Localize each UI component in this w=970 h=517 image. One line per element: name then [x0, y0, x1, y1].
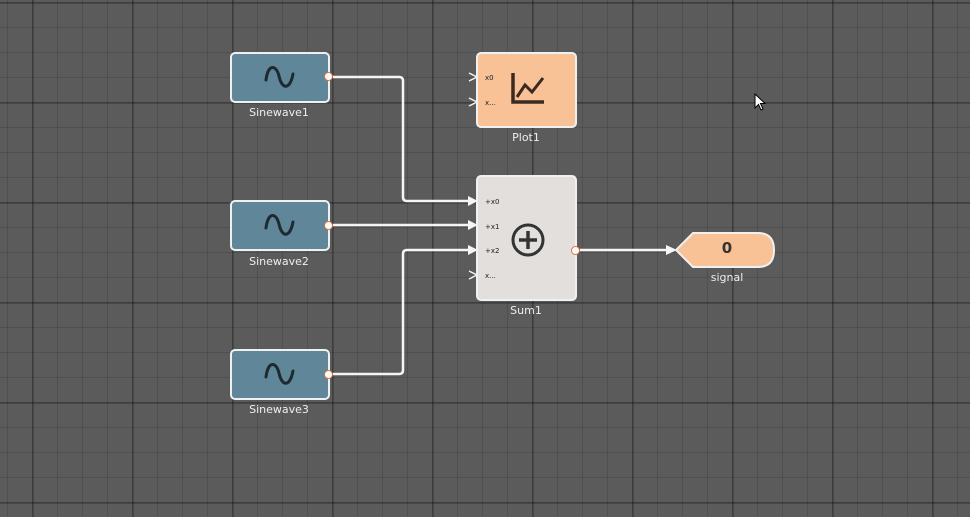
signal-value: 0 [721, 239, 733, 257]
arrow-icon [468, 245, 478, 255]
plot1-input-x0[interactable]: x0 [485, 74, 494, 82]
arrow-icon [468, 196, 478, 206]
sine-wave-icon [264, 363, 295, 385]
plot1-label: Plot1 [512, 131, 540, 144]
arrow-icon [666, 245, 677, 255]
sine-wave-icon [264, 214, 295, 236]
sine-wave-icon [264, 66, 295, 88]
plot1-input-more[interactable]: x... [485, 99, 496, 107]
mouse-cursor-icon [754, 93, 767, 111]
signal-output-block[interactable] [672, 231, 778, 271]
line-chart-icon [511, 73, 545, 104]
signal-label: signal [710, 271, 744, 284]
sinewave2-label: Sinewave2 [249, 255, 309, 268]
sum1-input-more[interactable]: x... [485, 272, 496, 280]
sinewave2-output-port[interactable] [324, 221, 333, 230]
sum1-output-port[interactable] [571, 246, 580, 255]
sinewave1-output-port[interactable] [324, 72, 333, 81]
sinewave1-block[interactable] [230, 52, 330, 103]
sinewave3-output-port[interactable] [324, 370, 333, 379]
wire-sinewave1-sum1 [333, 75, 470, 203]
plus-circle-icon [511, 223, 545, 257]
sinewave3-label: Sinewave3 [249, 403, 309, 416]
sinewave1-label: Sinewave1 [249, 106, 309, 119]
sum1-input-x2[interactable]: +x2 [485, 247, 500, 255]
arrow-icon [468, 220, 478, 230]
sum1-input-x1[interactable]: +x1 [485, 223, 500, 231]
wire-sinewave3-sum1 [333, 248, 470, 376]
plot1-block[interactable]: x0 x... [476, 52, 577, 128]
sinewave2-block[interactable] [230, 200, 330, 251]
sinewave3-block[interactable] [230, 349, 330, 400]
sum1-block[interactable]: +x0 +x1 +x2 x... [476, 175, 577, 301]
sum1-input-x0[interactable]: +x0 [485, 198, 500, 206]
sum1-label: Sum1 [510, 304, 542, 317]
